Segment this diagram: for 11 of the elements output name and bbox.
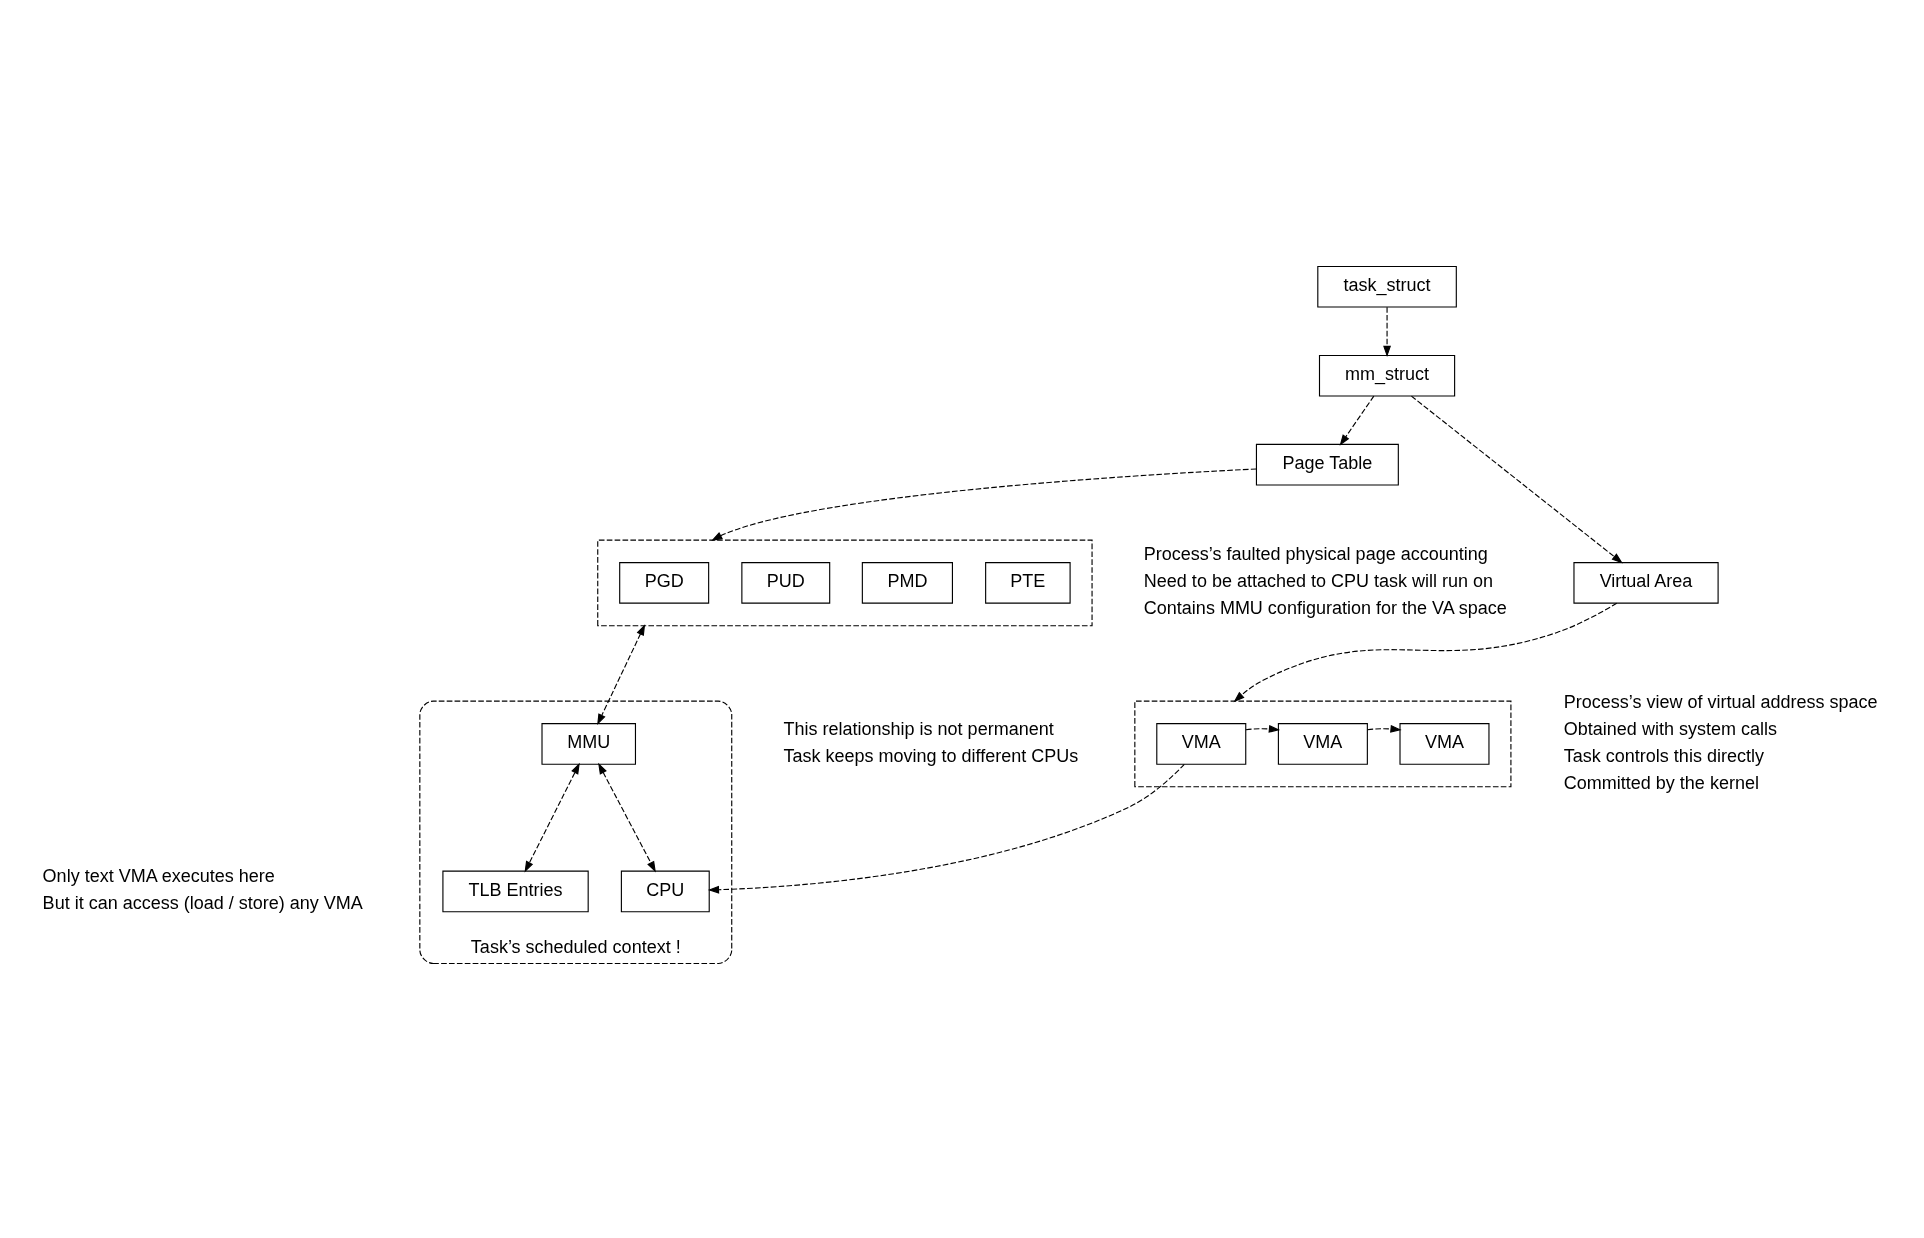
label: Obtained with system calls [1563,718,1777,739]
label: Need to be attached to CPU task will run on [1143,570,1494,591]
label: Committed by the kernel [1563,772,1759,793]
label: But it can access (load / store) any VMA [42,892,363,913]
label: Task controls this directly [1563,745,1764,766]
label: This relationship is not permanent [783,718,1054,739]
label: Only text VMA executes here [42,865,275,886]
label: Process’s view of virtual address space [1563,691,1878,712]
label: Process’s faulted physical page accounting [1143,543,1488,564]
label: Task keeps moving to different CPUs [783,745,1079,766]
label: Contains MMU configuration for the VA space [1143,597,1507,618]
